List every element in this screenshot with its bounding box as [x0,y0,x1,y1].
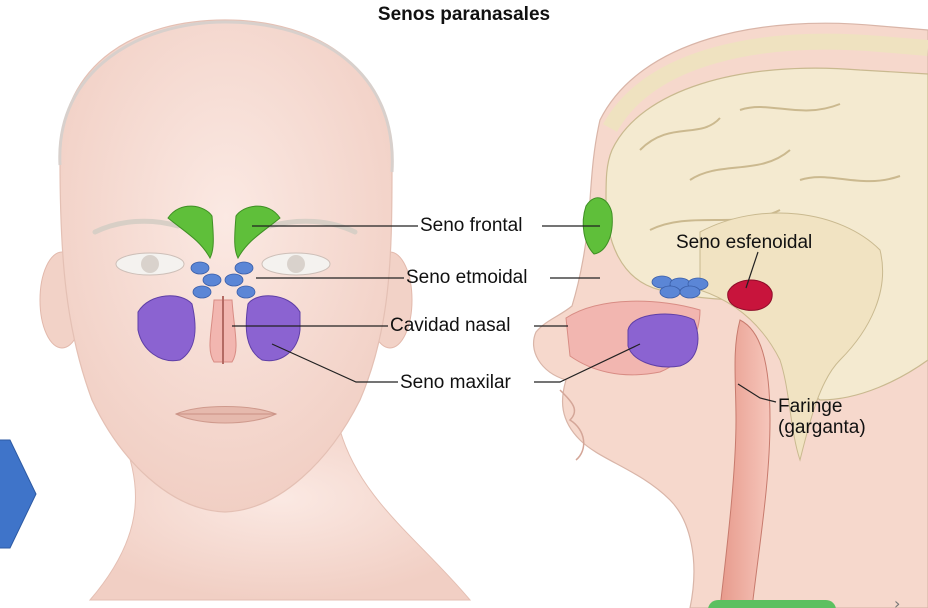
diagram-title: Senos paranasales [0,4,928,26]
label-faringe-line2: (garganta) [778,417,866,438]
chevron-right-icon[interactable]: › [894,594,912,608]
label-seno-maxilar: Seno maxilar [400,372,511,394]
sagittal-head [534,23,928,608]
label-seno-esfenoidal: Seno esfenoidal [676,232,812,254]
green-action-button[interactable] [708,600,836,608]
prev-slide-button[interactable] [0,440,38,548]
label-seno-frontal: Seno frontal [420,215,522,237]
label-faringe-line1: Faringe [778,396,866,417]
front-face [40,20,470,600]
label-cavidad-nasal: Cavidad nasal [390,315,510,337]
label-seno-etmoidal: Seno etmoidal [406,267,527,289]
label-faringe: Faringe (garganta) [778,396,866,438]
